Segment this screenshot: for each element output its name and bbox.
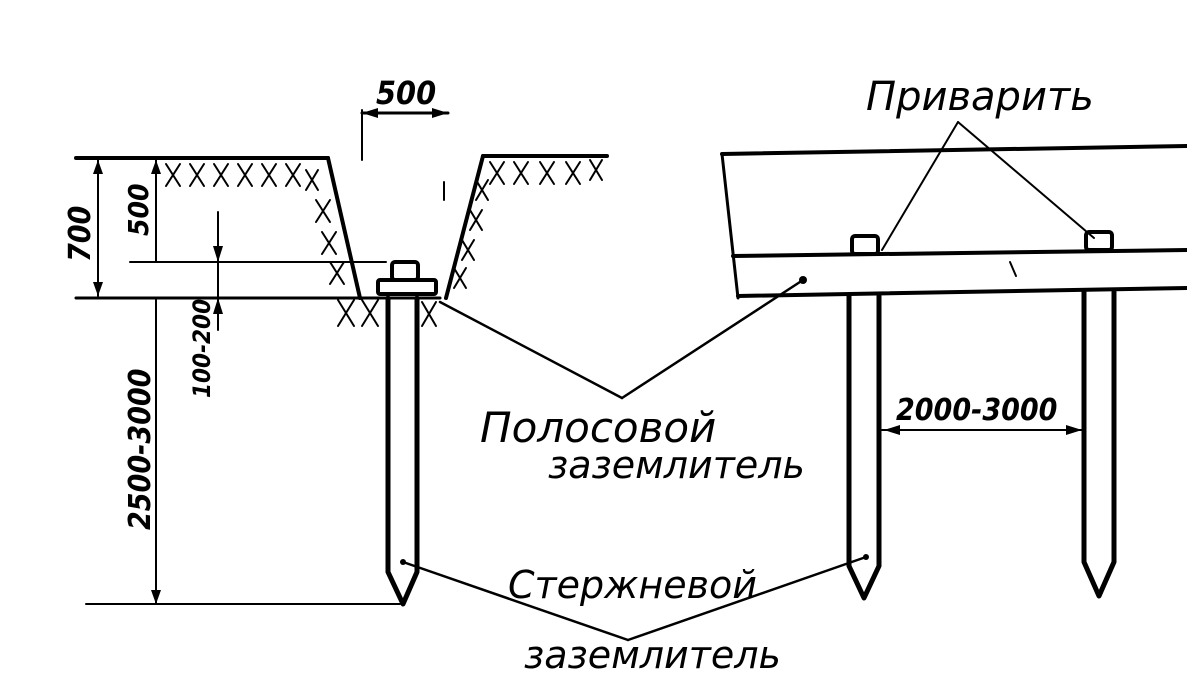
trench-wall-right	[444, 154, 485, 300]
rod-electrode-left	[385, 295, 420, 607]
dim-label-2500-3000: 2500-3000	[123, 369, 158, 530]
label-weld: Приварить	[866, 74, 1094, 120]
weld-nub-1	[850, 234, 880, 256]
strip-leader-1	[438, 300, 624, 400]
label-strip-electrode-line1: Полосовой	[480, 403, 716, 452]
rod-electrode-middle	[846, 293, 882, 601]
dim-rod-spacing: 2000-3000	[881, 393, 1085, 435]
label-strip-electrode-line2: заземлитель	[548, 443, 805, 487]
label-rod-electrode-line2: заземлитель	[524, 633, 781, 677]
weld-nub-2	[1084, 230, 1114, 252]
label-rod-electrode-line1: Стержневой	[508, 563, 757, 607]
dim-rod-length: 2500-3000	[85, 299, 401, 605]
strip-bottom-edge	[736, 286, 1187, 298]
leaders	[401, 121, 1095, 642]
dim-trench-width: 500	[360, 74, 450, 201]
rod-leader-1	[401, 560, 630, 642]
strip-mark	[1009, 261, 1017, 277]
strip-electrode-section	[376, 278, 438, 296]
strip-top-edge	[731, 248, 1187, 258]
strip-leader-2	[620, 278, 805, 400]
trench-wall-left	[326, 156, 362, 300]
trench-end-line	[720, 152, 740, 300]
dim-label-700: 700	[63, 206, 98, 262]
dim-label-500-vertical: 500	[122, 183, 155, 236]
soil-hatching	[165, 159, 603, 327]
dim-label-100-200: 100-200	[188, 299, 216, 398]
trench-section: 500 700 500 100-200 2500-3000	[63, 74, 609, 607]
trench-top-line	[720, 144, 1187, 156]
dim-trench-depth: 700	[63, 159, 103, 297]
dim-strip-depth: 500	[122, 159, 161, 263]
dim-label-500: 500	[376, 74, 436, 112]
strip-side-view: 2000-3000	[720, 144, 1187, 601]
dim-label-2000-3000: 2000-3000	[896, 393, 1057, 428]
rod-electrode-right	[1081, 289, 1117, 599]
weld-leader-1	[881, 121, 959, 251]
weld-nub-left	[390, 260, 420, 282]
rod-leader-2	[626, 555, 868, 642]
weld-leader-2	[957, 121, 1095, 239]
dim-strip-above-rod: 100-200	[188, 211, 223, 398]
